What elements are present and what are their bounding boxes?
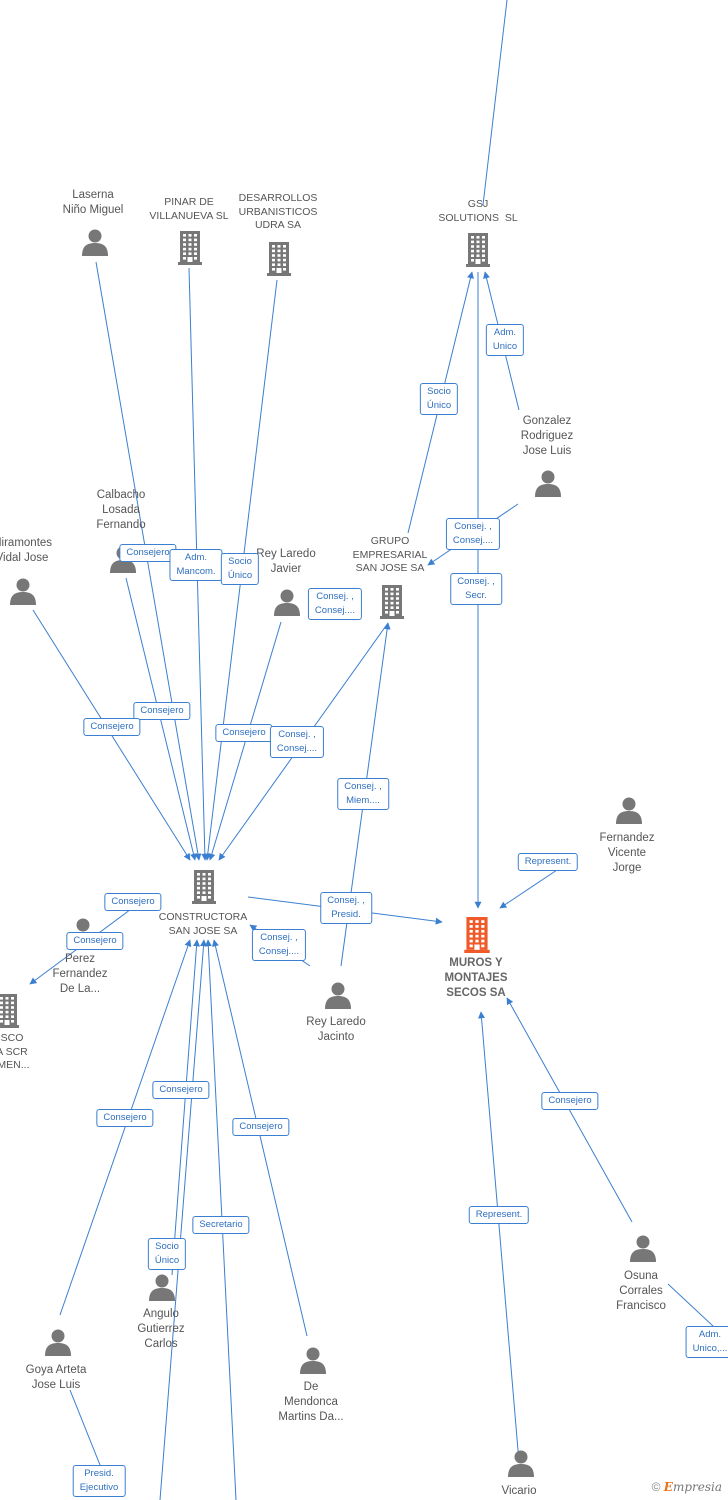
- edge-label-secretario[interactable]: Secretario: [192, 1216, 250, 1234]
- node-label: Vicario: [501, 1485, 537, 1497]
- edge-line: [212, 939, 308, 1337]
- building-icon: [191, 870, 217, 909]
- node-label: PINAR DE VILLANUEVA SL: [149, 196, 229, 222]
- person-icon: [82, 228, 108, 261]
- node-label: Miramontes Vidal Jose: [0, 537, 53, 564]
- node-label: MUROS Y MONTAJES SECOS SA: [444, 957, 508, 999]
- edge-label-consejero[interactable]: Consejero: [152, 1081, 210, 1099]
- edge-label-consejero[interactable]: Consejero: [215, 724, 273, 742]
- edge-label-consej-miem[interactable]: Consej. , Miem....: [337, 778, 389, 810]
- edge-label-socio-unico[interactable]: Socio Único: [147, 1238, 187, 1270]
- node-label: GSJ SOLUTIONS SL: [438, 198, 518, 224]
- person-icon: [45, 1328, 71, 1361]
- node-label: Osuna Corrales Francisco: [616, 1270, 666, 1312]
- edge-label-represent[interactable]: Represent.: [468, 1206, 530, 1224]
- edge-line: [482, 0, 508, 206]
- main-building-icon: [463, 917, 491, 958]
- edge-label-adm-mancom[interactable]: Adm. Mancom.: [169, 549, 223, 581]
- building-icon: [379, 585, 405, 624]
- person-icon: [149, 1273, 175, 1306]
- edge-label-consejero[interactable]: Consejero: [541, 1092, 599, 1110]
- person-icon: [616, 796, 642, 829]
- edge-label-consej-consej[interactable]: Consej. , Consej....: [445, 518, 501, 550]
- node-label: Fernandez Vicente Jorge: [599, 832, 655, 874]
- person-icon: [535, 469, 561, 502]
- copyright: © Empresia: [652, 1480, 722, 1494]
- node-label: Laserna Niño Miguel: [62, 189, 124, 216]
- edge-label-consejero[interactable]: Consejero: [104, 893, 162, 911]
- edge-line: [478, 1011, 520, 1463]
- building-icon: [0, 994, 20, 1033]
- node-label: Perez Fernandez De La...: [52, 953, 108, 995]
- edge-label-presid-ejecutivo[interactable]: Presid. Ejecutivo: [72, 1465, 126, 1497]
- building-icon: [177, 231, 203, 270]
- building-icon: [266, 242, 292, 281]
- edge-line: [159, 939, 207, 1500]
- person-icon: [274, 588, 300, 621]
- edge-label-consejero[interactable]: Consejero: [119, 544, 177, 562]
- node-label: DESARROLLOS URBANISTICOS UDRA SA: [238, 192, 318, 231]
- edge-label-consej-secr[interactable]: Consej. , Secr.: [450, 573, 502, 605]
- node-label: GRUPO EMPRESARIAL SAN JOSE SA: [352, 535, 428, 574]
- edge-label-consejero[interactable]: Consejero: [133, 702, 191, 720]
- edge-label-consejero[interactable]: Consejero: [66, 932, 124, 950]
- node-label: SCO A SCR IMEN...: [0, 1032, 30, 1071]
- person-icon: [300, 1346, 326, 1379]
- edge-label-consej-consej[interactable]: Consej. , Consej....: [269, 726, 325, 758]
- node-label: Calbacho Losada Fernando: [96, 489, 146, 531]
- node-label: Rey Laredo Javier: [256, 548, 316, 575]
- edge-line: [499, 867, 561, 909]
- edge-label-socio-unico[interactable]: Socio Único: [220, 553, 260, 585]
- person-icon: [10, 577, 36, 610]
- edge-label-consej-consej[interactable]: Consej. , Consej....: [251, 929, 307, 961]
- edge-label-socio-unico[interactable]: Socio Único: [419, 383, 459, 415]
- edge-line: [506, 997, 633, 1223]
- edge-label-consejero[interactable]: Consejero: [83, 718, 141, 736]
- edge-label-represent[interactable]: Represent.: [517, 853, 579, 871]
- empresia-logo: Empresia: [663, 1480, 722, 1494]
- copyright-symbol: ©: [651, 1480, 661, 1494]
- node-label: Rey Laredo Jacinto: [306, 1016, 366, 1043]
- edge-line: [59, 939, 192, 1316]
- building-icon: [465, 233, 491, 272]
- node-label: Angulo Gutierrez Carlos: [137, 1308, 185, 1350]
- edge-label-consejero[interactable]: Consejero: [232, 1118, 290, 1136]
- node-label: Gonzalez Rodriguez Jose Luis: [520, 415, 574, 457]
- node-label: De Mendonca Martins Da...: [278, 1381, 344, 1423]
- edge-label-consej-consej[interactable]: Consej. , Consej....: [307, 588, 363, 620]
- edge-label-adm-unico[interactable]: Adm. Unico: [485, 324, 525, 356]
- edge-line: [171, 939, 201, 1276]
- person-icon: [630, 1234, 656, 1267]
- edge-label-adm-unico[interactable]: Adm. Unico,...: [685, 1326, 728, 1358]
- person-icon: [325, 981, 351, 1014]
- node-label: Goya Arteta Jose Luis: [25, 1364, 87, 1391]
- edge-label-consejero[interactable]: Consejero: [96, 1109, 154, 1127]
- node-label: CONSTRUCTORA SAN JOSE SA: [158, 911, 248, 937]
- edge-label-consej-presid[interactable]: Consej. , Presid.: [320, 892, 372, 924]
- person-icon: [508, 1449, 534, 1482]
